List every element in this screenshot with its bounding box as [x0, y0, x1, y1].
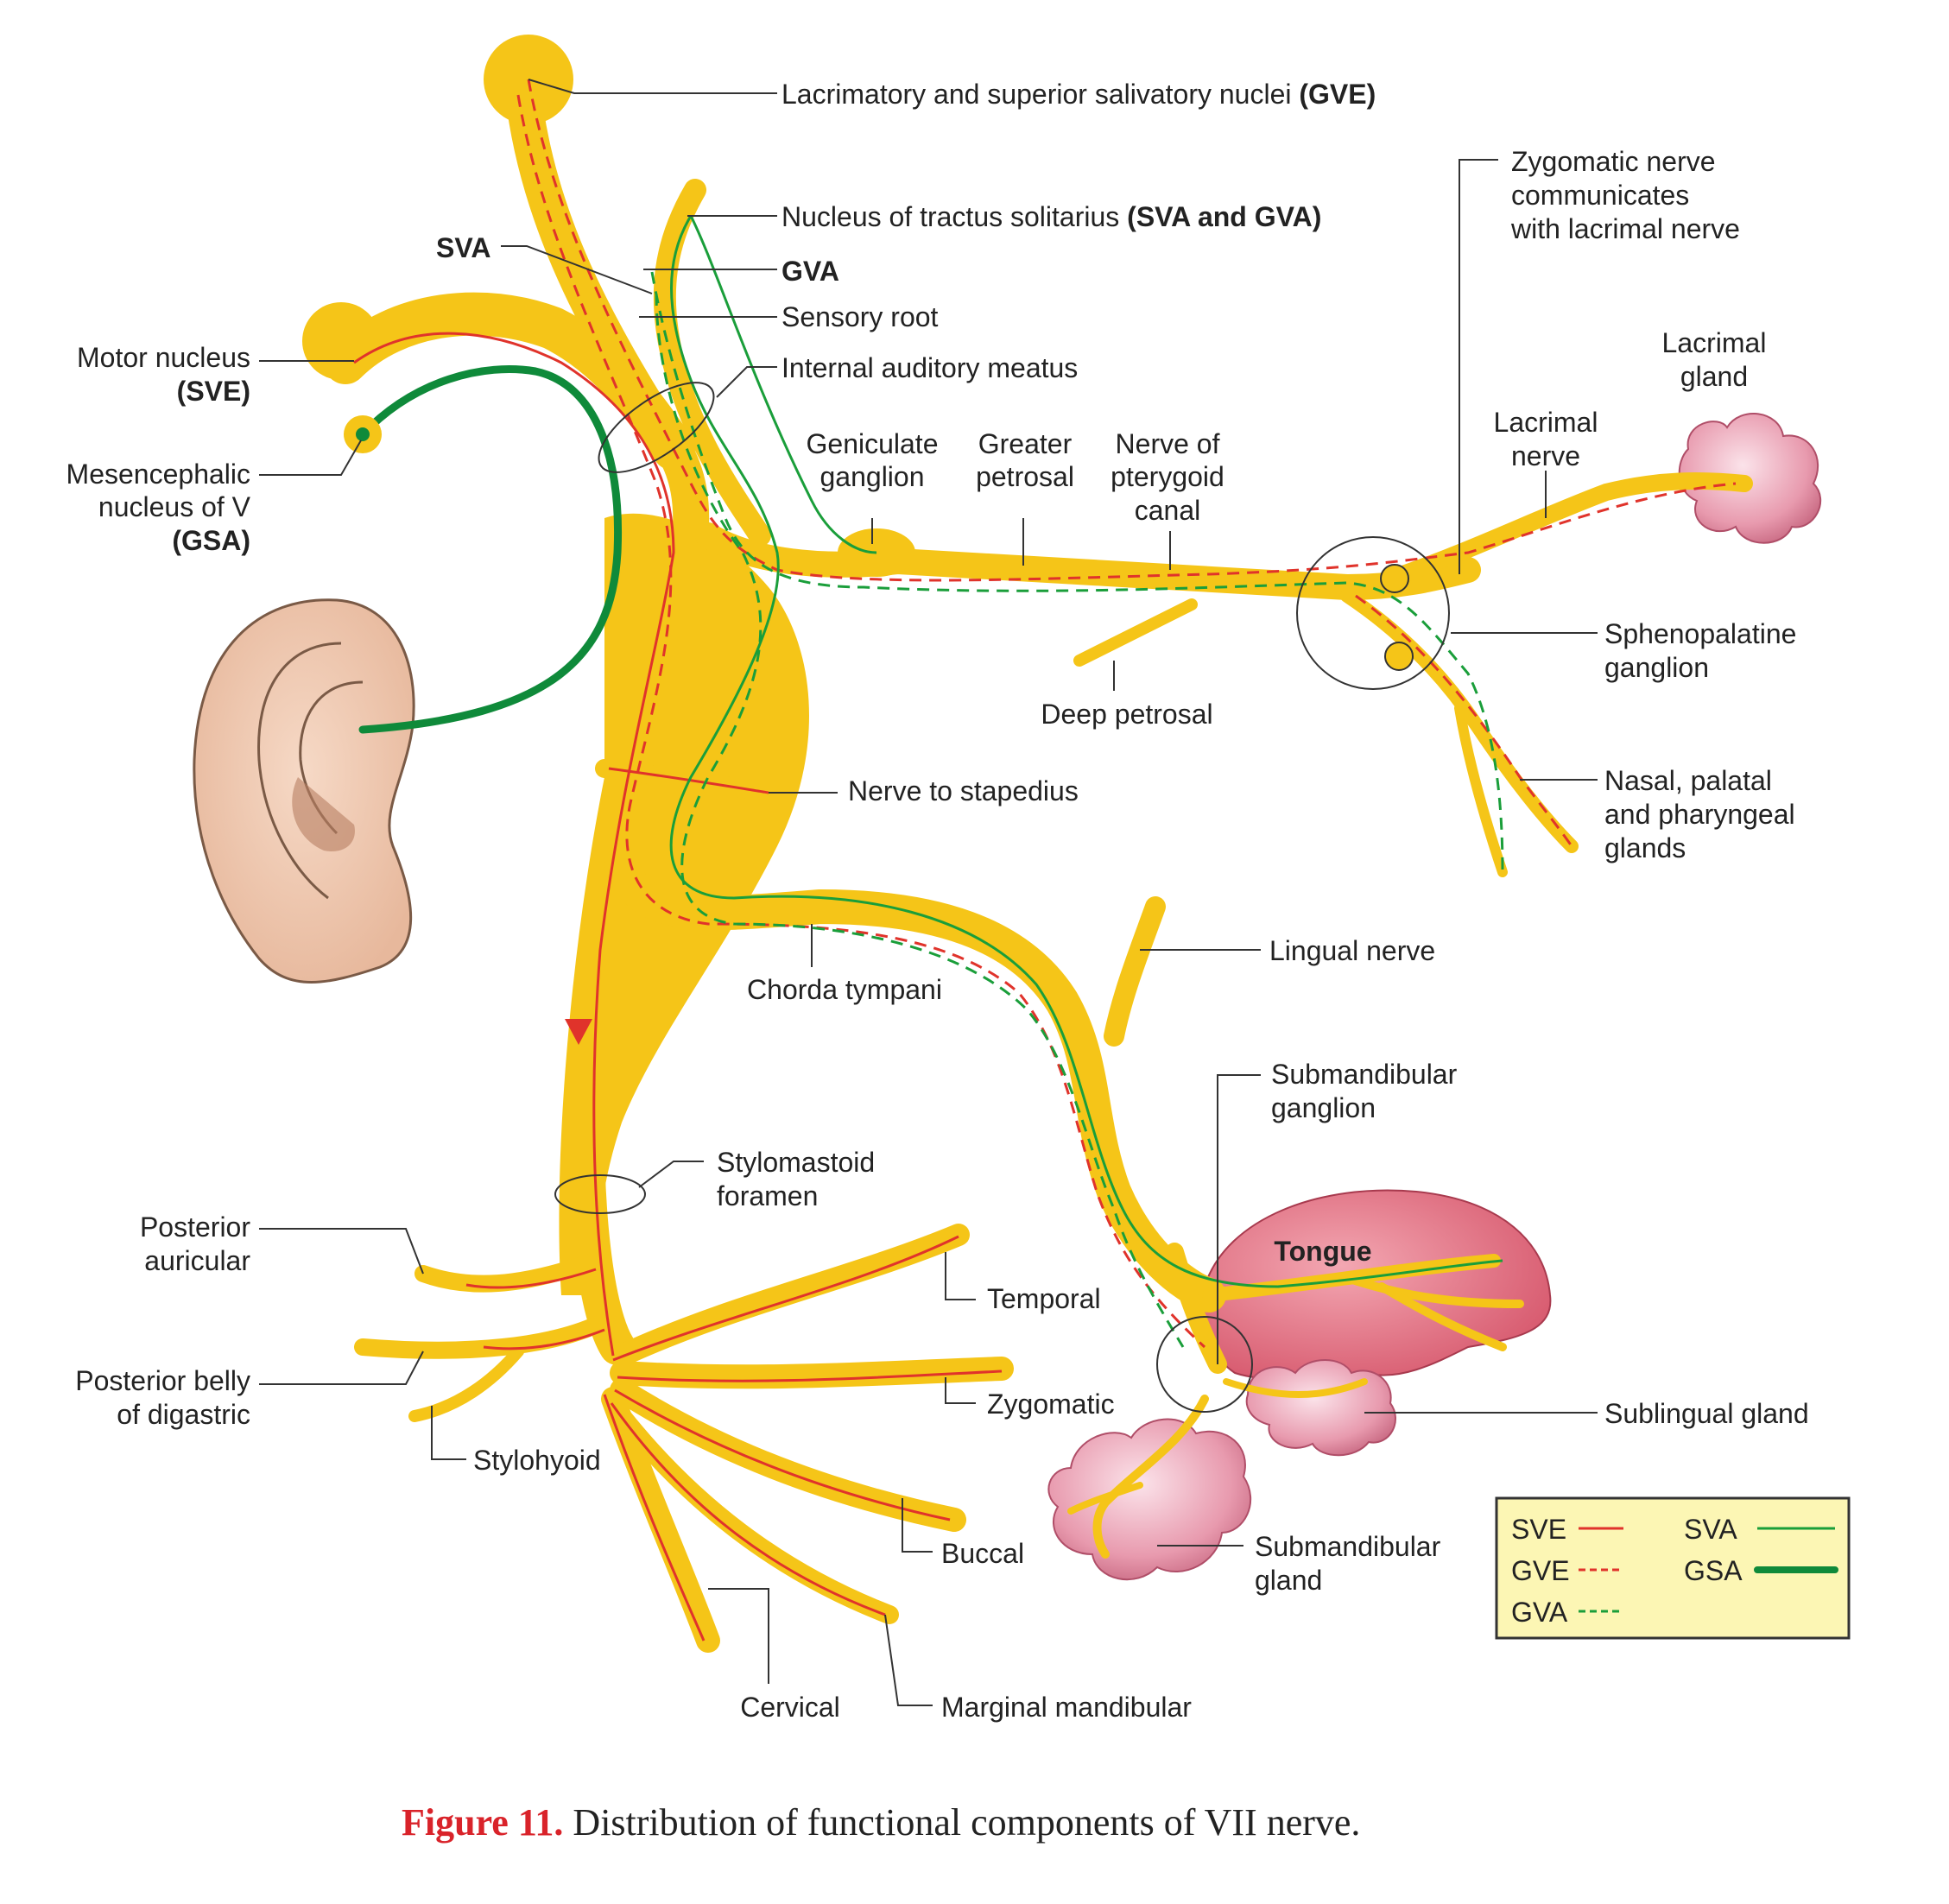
legend-label-gva: GVA [1511, 1597, 1568, 1628]
label-submandibular-ganglion-2: ganglion [1271, 1092, 1376, 1123]
label-posterior-auricular-2: auricular [144, 1245, 250, 1276]
label-deep-petrosal: Deep petrosal [1041, 699, 1212, 730]
label-buccal: Buccal [941, 1538, 1024, 1569]
label-nucleus-tractus: Nucleus of tractus solitarius (SVA and G… [781, 201, 1321, 232]
sublingual-gland [1245, 1359, 1396, 1457]
label-temporal: Temporal [987, 1283, 1101, 1314]
label-sublingual-gland: Sublingual gland [1604, 1398, 1809, 1429]
ear-illustration [193, 598, 415, 984]
label-zygomatic-comm-3: with lacrimal nerve [1510, 213, 1740, 244]
label-marginal-mandibular: Marginal mandibular [941, 1692, 1192, 1723]
label-geniculate-2: ganglion [820, 461, 925, 492]
label-stylomastoid-2: foramen [717, 1180, 818, 1211]
label-lacrimal-nerve-2: nerve [1511, 440, 1580, 471]
label-internal-auditory-meatus: Internal auditory meatus [781, 352, 1078, 383]
labels: Lacrimatory and superior salivatory nucl… [66, 79, 1809, 1723]
label-pterygoid-3: canal [1135, 495, 1201, 526]
label-greater-petrosal-2: petrosal [976, 461, 1074, 492]
label-nerve-to-stapedius: Nerve to stapedius [848, 775, 1079, 807]
label-geniculate: Geniculate [807, 428, 939, 459]
label-pterygoid: Nerve of [1116, 428, 1220, 459]
label-mesencephalic: Mesencephalic [66, 459, 250, 490]
label-mesencephalic-2: nucleus of V [98, 491, 251, 522]
label-posterior-belly-2: of digastric [117, 1399, 250, 1430]
label-sphenopalatine: Sphenopalatine [1604, 618, 1796, 649]
legend-label-gve: GVE [1511, 1555, 1570, 1586]
outline-circles [554, 382, 1450, 1413]
label-tongue: Tongue [1274, 1236, 1371, 1267]
label-posterior-auricular: Posterior [140, 1211, 250, 1243]
label-submandibular-gland: Submandibular [1255, 1531, 1441, 1562]
leader-lines [259, 79, 1598, 1706]
legend-label-gsa: GSA [1684, 1555, 1743, 1586]
label-sensory-root: Sensory root [781, 301, 939, 332]
label-lacrimal-gland-2: gland [1680, 361, 1748, 392]
label-pterygoid-2: pterygoid [1111, 461, 1224, 492]
label-lacrimatory-nuclei: Lacrimatory and superior salivatory nucl… [781, 79, 1376, 110]
label-mesencephalic-tag: (GSA) [172, 525, 250, 556]
legend: SVE GVE GVA SVA GSA [1495, 1496, 1851, 1640]
label-stylomastoid: Stylomastoid [717, 1147, 875, 1178]
label-submandibular-ganglion: Submandibular [1271, 1059, 1458, 1090]
label-lacrimal-gland: Lacrimal [1662, 327, 1767, 358]
label-nasal-2: and pharyngeal [1604, 799, 1795, 830]
legend-label-sva: SVA [1684, 1514, 1737, 1545]
label-lacrimal-nerve: Lacrimal [1494, 407, 1598, 438]
label-zygomatic: Zygomatic [987, 1388, 1115, 1420]
caption-prefix: Figure 11. [402, 1801, 563, 1844]
legend-label-sve: SVE [1511, 1514, 1566, 1545]
label-greater-petrosal: Greater [978, 428, 1073, 459]
label-lingual-nerve: Lingual nerve [1269, 935, 1435, 966]
figure-caption: Figure 11. Distribution of functional co… [402, 1801, 1360, 1844]
label-sva: SVA [436, 232, 490, 263]
label-motor-nucleus-tag: (SVE) [177, 376, 250, 407]
label-stylohyoid: Stylohyoid [473, 1445, 601, 1476]
label-motor-nucleus: Motor nucleus [77, 342, 250, 373]
label-chorda-tympani: Chorda tympani [747, 974, 942, 1005]
label-cervical: Cervical [740, 1692, 840, 1723]
label-gva: GVA [781, 256, 839, 287]
label-posterior-belly: Posterior belly [75, 1365, 250, 1396]
submandibular-gland [1047, 1418, 1252, 1581]
caption-text: Distribution of functional components of… [563, 1801, 1360, 1844]
label-zygomatic-comm-2: communicates [1511, 180, 1689, 211]
label-zygomatic-comm: Zygomatic nerve [1511, 146, 1716, 177]
label-nasal-3: glands [1604, 832, 1686, 863]
label-nasal: Nasal, palatal [1604, 765, 1772, 796]
label-submandibular-gland-2: gland [1255, 1565, 1322, 1596]
label-sphenopalatine-2: ganglion [1604, 652, 1709, 683]
fibre-lines [344, 79, 1737, 1641]
